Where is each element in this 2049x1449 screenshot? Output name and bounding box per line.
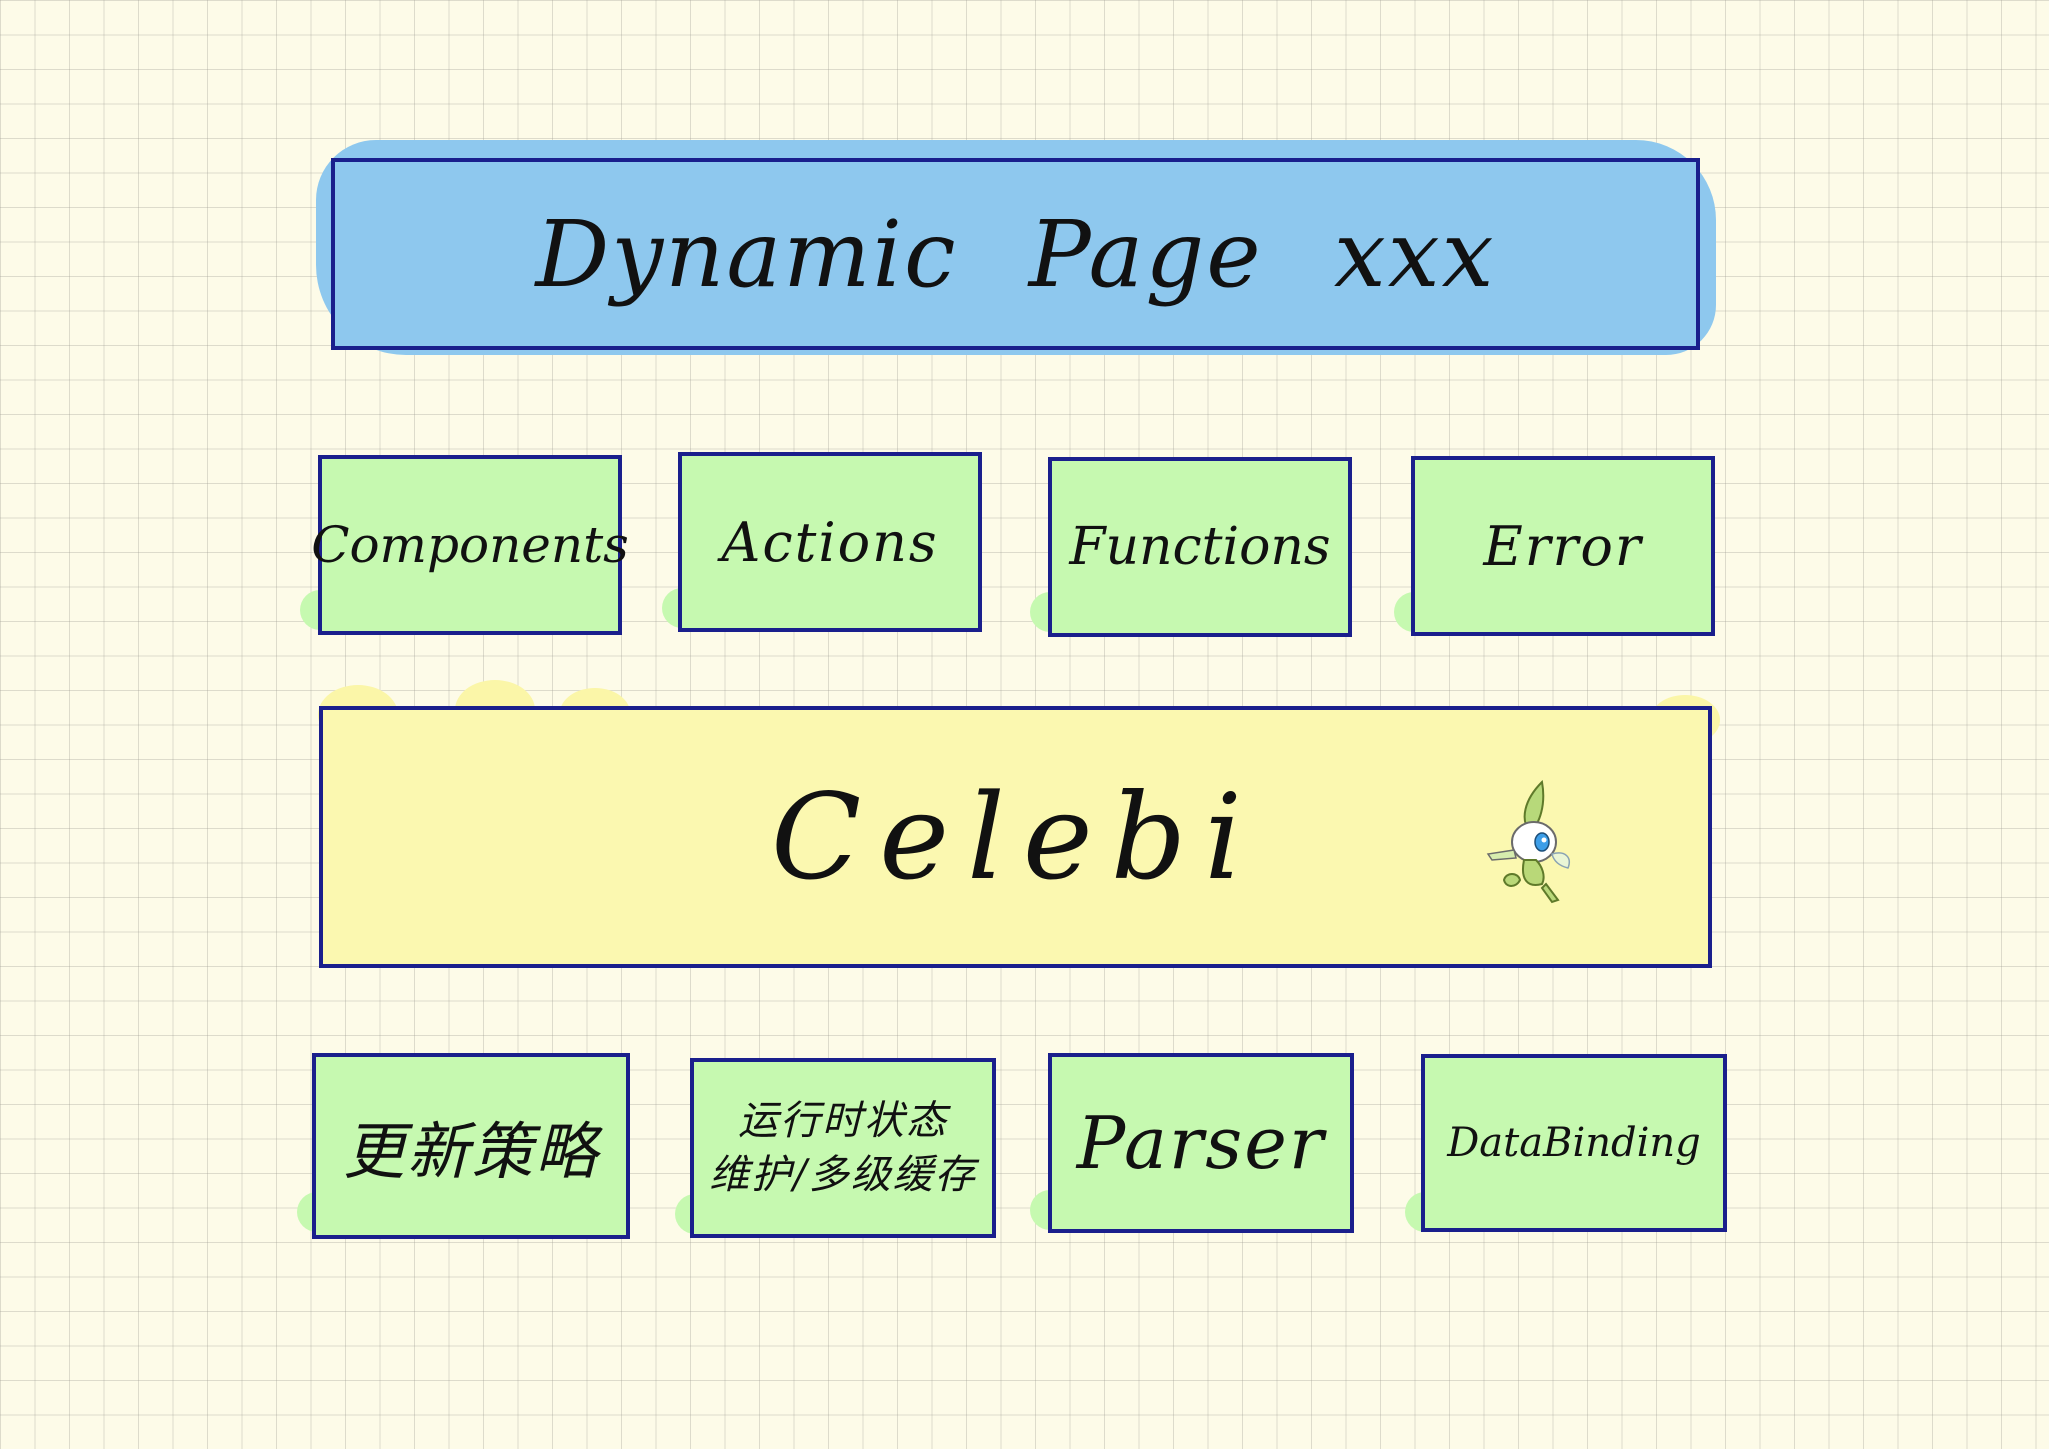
actions-label: Actions (721, 510, 939, 574)
functions-block: Functions (1048, 457, 1352, 637)
dynamic-page-label: Dynamic Page xxx (535, 200, 1496, 308)
data-binding-label: DataBinding (1447, 1120, 1701, 1166)
error-block: Error (1411, 456, 1715, 636)
update-strategy-block: 更新策略 (312, 1053, 630, 1239)
celebi-label: Celebi (771, 768, 1260, 906)
celebi-core-block: Celebi (319, 706, 1712, 968)
update-strategy-label: 更新策略 (342, 1115, 599, 1188)
runtime-state-label-line1: 运行时状态 (738, 1098, 948, 1144)
parser-block: Parser (1048, 1053, 1354, 1233)
data-binding-block: DataBinding (1421, 1054, 1727, 1232)
functions-label: Functions (1069, 517, 1331, 577)
runtime-state-label-line2: 维护/多级缓存 (709, 1152, 977, 1198)
components-block: Components (311, 455, 629, 635)
celebi-mascot-icon (1486, 780, 1570, 904)
components-label: Components (311, 516, 629, 574)
dynamic-page-block: Dynamic Page xxx (331, 158, 1700, 350)
actions-block: Actions (678, 452, 982, 632)
parser-label: Parser (1076, 1101, 1326, 1185)
runtime-state-block: 运行时状态 维护/多级缓存 (690, 1058, 996, 1238)
error-label: Error (1483, 514, 1643, 578)
